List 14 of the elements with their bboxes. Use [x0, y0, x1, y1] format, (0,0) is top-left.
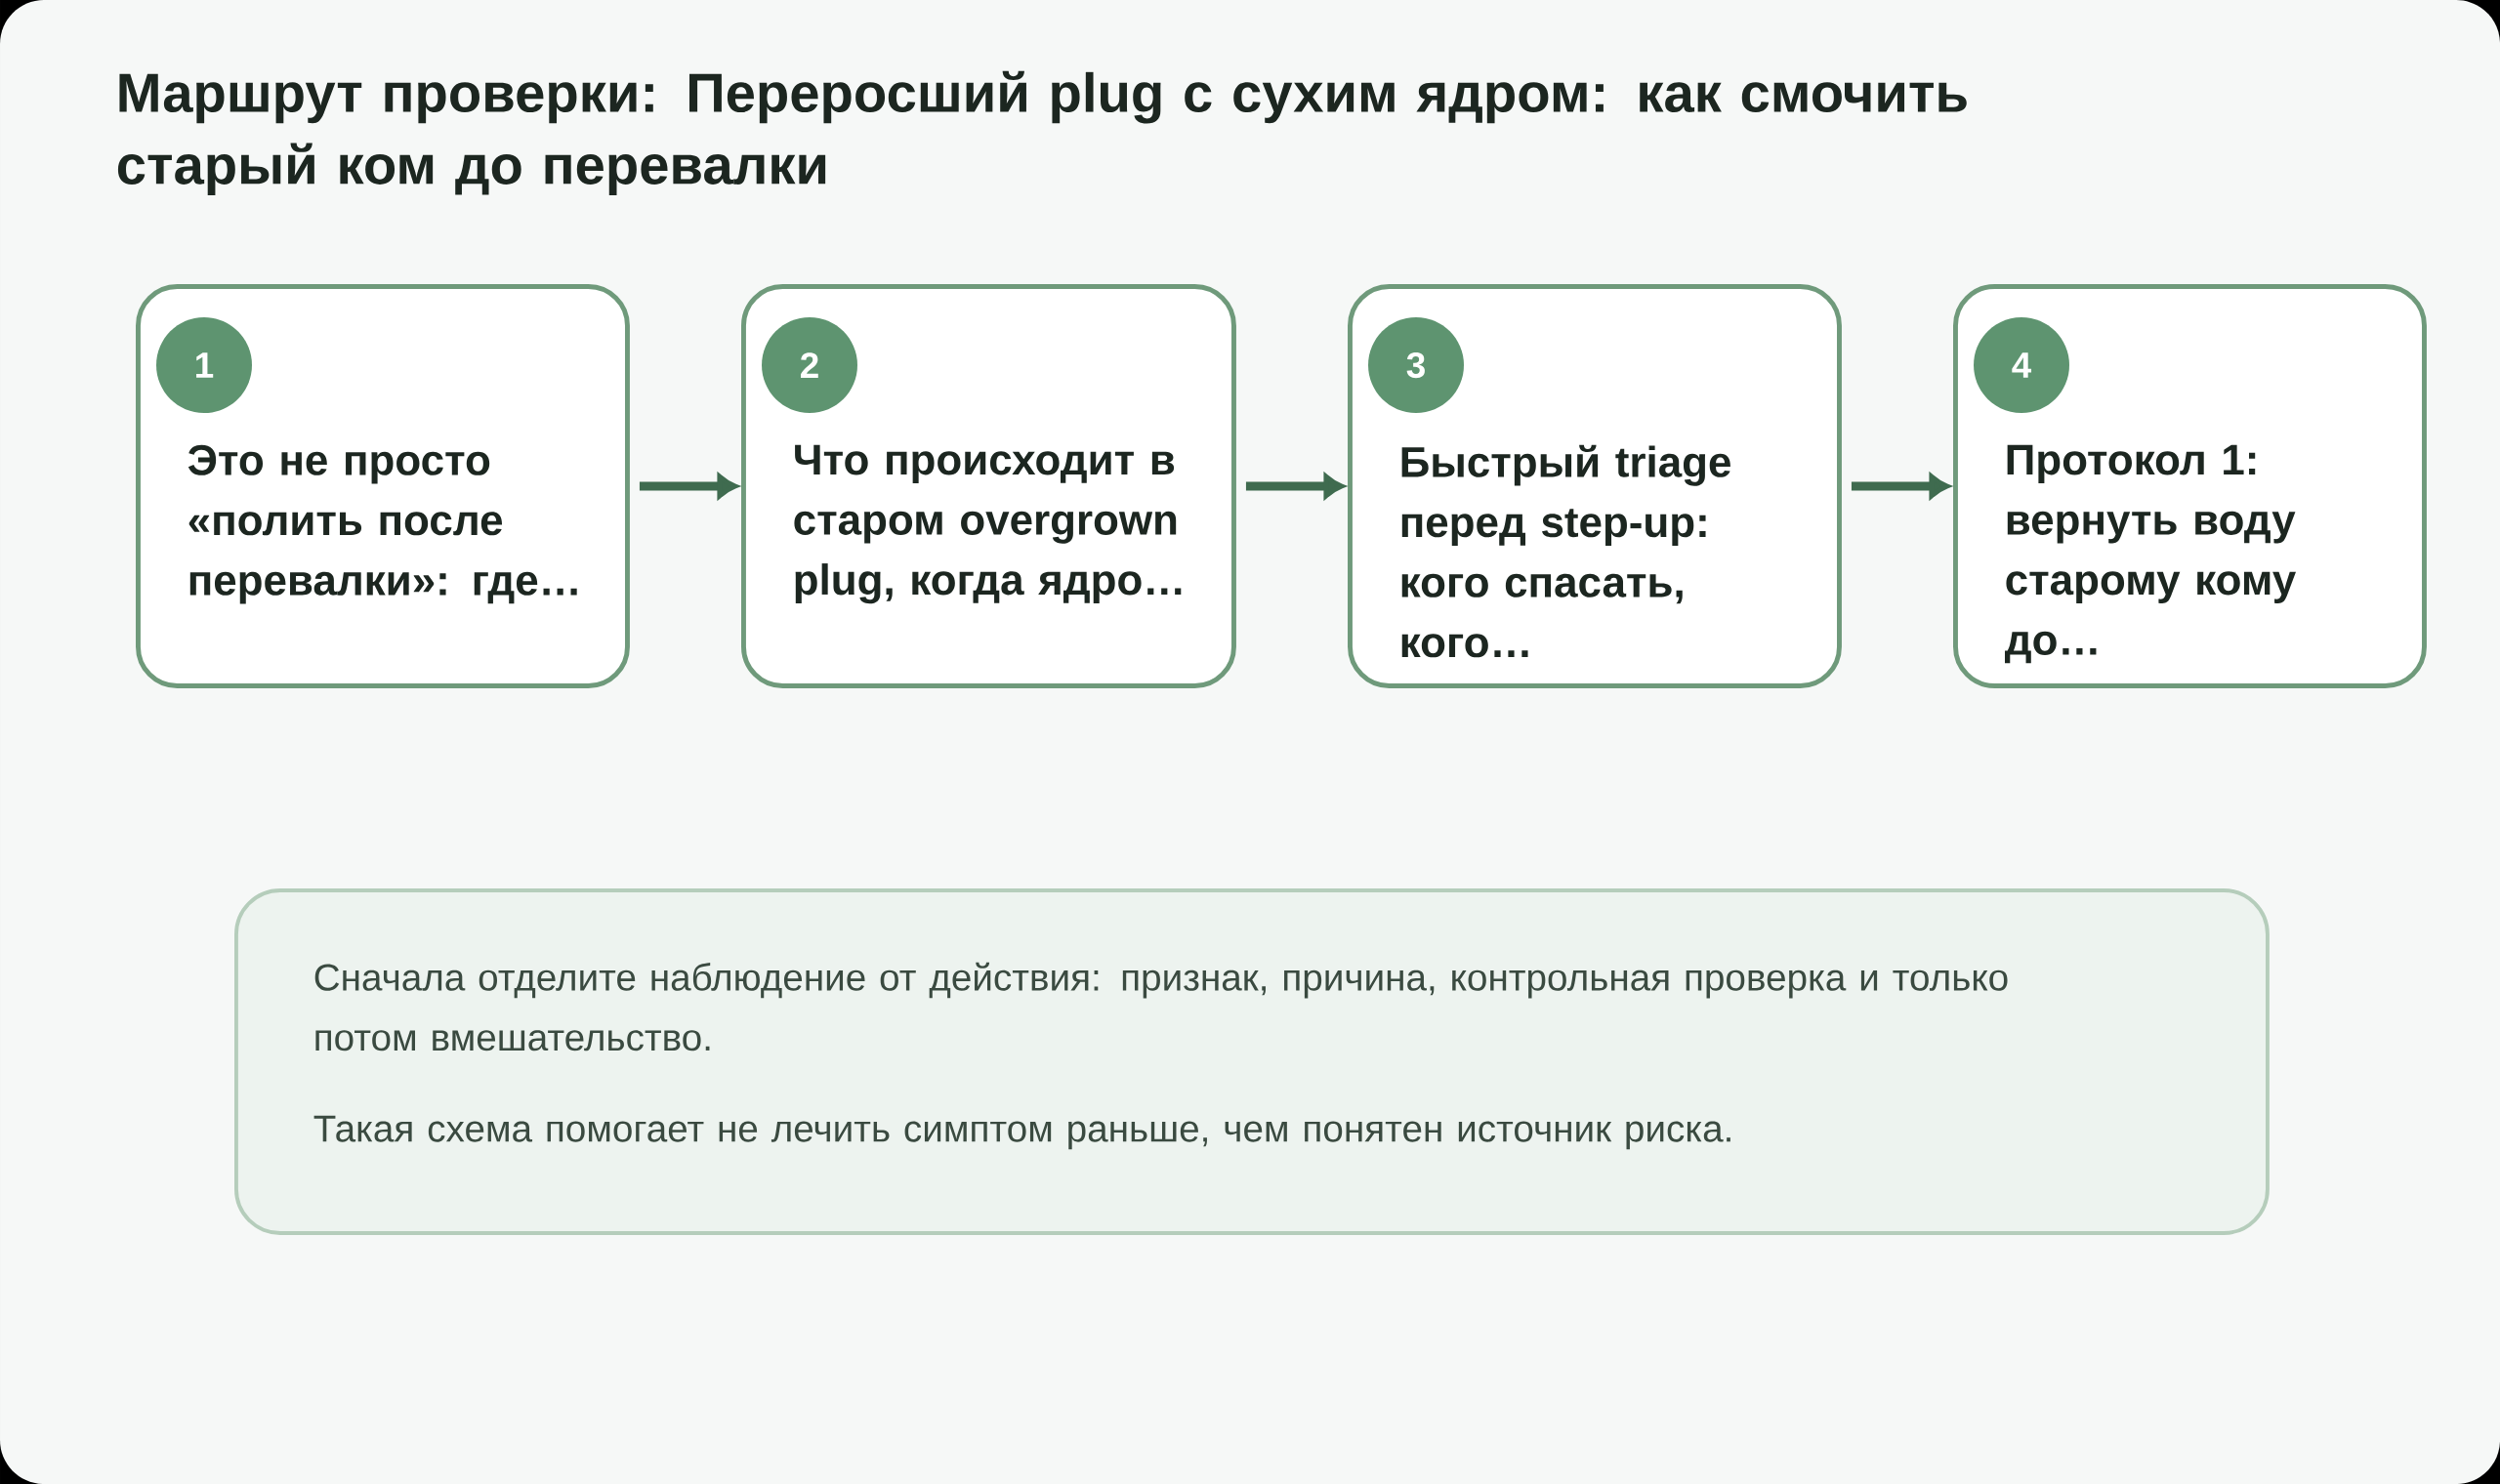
step-number: 3 — [1368, 317, 1464, 413]
arrow — [1245, 474, 1345, 499]
step-text: Быстрый triage перед step-up: кого спасать, кого… — [1401, 444, 1730, 658]
arrow — [1851, 474, 1950, 499]
note-text: Такая схема помогает не лечить симптом раньше, чем понятен источник риска. — [313, 1115, 1730, 1150]
step-number: 2 — [762, 317, 857, 413]
step-text: Что происходит в старом overgrown plug, когда ядро… — [794, 444, 1182, 604]
step-text: Это не просто «полить после перевалки»: где… — [188, 444, 577, 604]
note-text: Сначала отделите наблюдение от действия: признак, причина, контрольная проверка и только потом вмешательство. — [314, 962, 2008, 1051]
arrow — [639, 474, 738, 499]
step-text: Протокол 1: вернуть воду старому кому до… — [2005, 444, 2296, 664]
step-number: 4 — [1974, 317, 2069, 413]
step-number: 1 — [156, 317, 252, 413]
title: Маршрут проверки: Переросший plug с сухим ядром: как смочить старый ком до перевалки — [117, 70, 1967, 196]
